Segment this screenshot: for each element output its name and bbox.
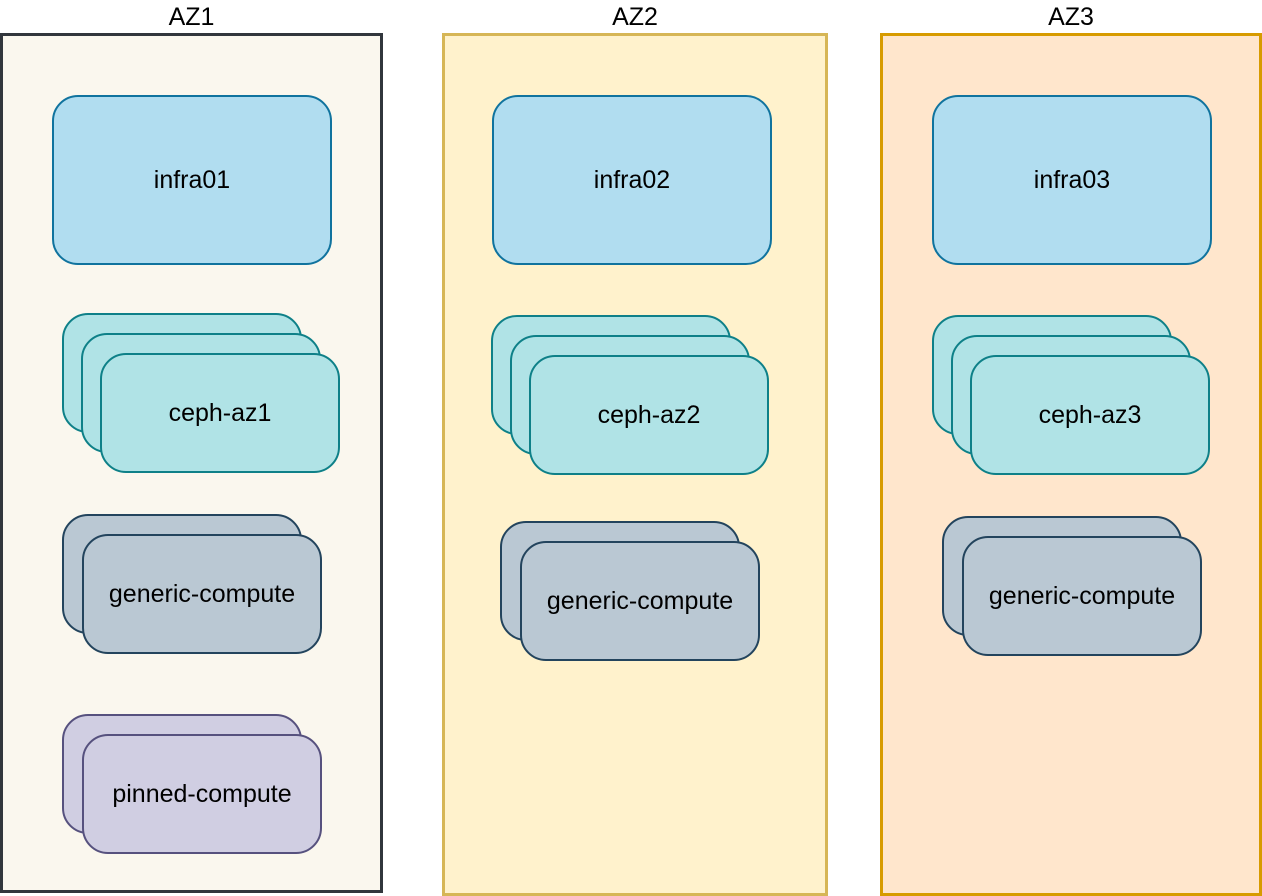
node-generic-compute-az2: generic-compute — [520, 541, 760, 661]
node-ceph-az2: ceph-az2 — [529, 355, 769, 475]
zone-title-az2: AZ2 — [612, 3, 658, 31]
node-infra02: infra02 — [492, 95, 772, 265]
node-generic-compute-az1: generic-compute — [82, 534, 322, 654]
zone-container-az1: infra01 ceph-az1 generic-compute pinned-… — [0, 33, 383, 893]
stack-generic-compute-az3: generic-compute — [942, 516, 1202, 656]
node-infra03: infra03 — [932, 95, 1212, 265]
node-infra01: infra01 — [52, 95, 332, 265]
zone-container-az2: infra02 ceph-az2 generic-compute — [442, 33, 828, 896]
node-pinned-compute-az1: pinned-compute — [82, 734, 322, 854]
stack-ceph-az3: ceph-az3 — [932, 315, 1210, 475]
stack-ceph-az1: ceph-az1 — [62, 313, 340, 473]
stack-pinned-compute-az1: pinned-compute — [62, 714, 322, 854]
zone-title-az3: AZ3 — [1048, 3, 1094, 31]
stack-generic-compute-az1: generic-compute — [62, 514, 322, 654]
zone-container-az3: infra03 ceph-az3 generic-compute — [880, 33, 1262, 896]
node-ceph-az1: ceph-az1 — [100, 353, 340, 473]
node-generic-compute-az3: generic-compute — [962, 536, 1202, 656]
zone-title-az1: AZ1 — [168, 3, 215, 31]
node-ceph-az3: ceph-az3 — [970, 355, 1210, 475]
stack-ceph-az2: ceph-az2 — [491, 315, 769, 475]
stack-generic-compute-az2: generic-compute — [500, 521, 760, 661]
